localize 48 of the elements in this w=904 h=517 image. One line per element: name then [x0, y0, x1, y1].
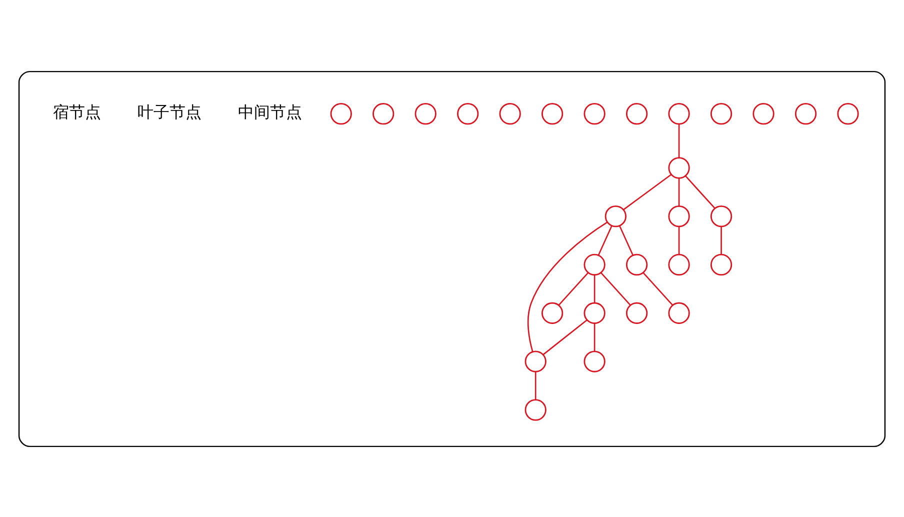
node-circle [524, 398, 546, 420]
node-circle [330, 102, 352, 124]
label: 叶子节点 [138, 102, 202, 122]
connector [678, 178, 680, 206]
node-circle [584, 350, 606, 372]
node-circle [372, 102, 394, 124]
cluster [18, 70, 886, 447]
node-circle [584, 253, 606, 276]
node-circle [499, 102, 521, 124]
label: 宿节点 [53, 102, 102, 122]
node-circle [710, 102, 732, 124]
connector [534, 371, 536, 400]
connector [527, 221, 608, 352]
connector [598, 224, 612, 256]
node-circle [668, 102, 690, 124]
connector [594, 322, 596, 351]
node-circle [542, 102, 564, 124]
node-circle [584, 102, 606, 124]
connector [678, 226, 680, 254]
node-circle [414, 102, 436, 124]
node-circle [584, 302, 606, 324]
node-circle [668, 302, 690, 324]
node-circle [668, 205, 690, 227]
node-circle [752, 102, 774, 124]
node-circle [542, 302, 564, 324]
connector [600, 272, 631, 306]
connector [720, 226, 722, 254]
connector [558, 272, 588, 306]
node-circle [457, 102, 479, 124]
node-circle [626, 253, 648, 276]
node-circle [524, 350, 546, 372]
node-circle [710, 253, 732, 276]
connector [642, 272, 674, 306]
connector [594, 274, 596, 302]
node-circle [710, 205, 732, 227]
connector [542, 319, 588, 355]
node-circle [668, 156, 690, 178]
connector [623, 173, 672, 210]
node-circle [668, 253, 690, 276]
connector [685, 175, 716, 208]
node-circle [626, 302, 648, 324]
node-circle [626, 102, 648, 124]
label: 中间节点 [238, 102, 302, 122]
node-circle [604, 205, 626, 227]
connector [678, 124, 680, 158]
node-circle [837, 102, 859, 124]
node-circle [794, 102, 817, 124]
connector [618, 224, 634, 256]
